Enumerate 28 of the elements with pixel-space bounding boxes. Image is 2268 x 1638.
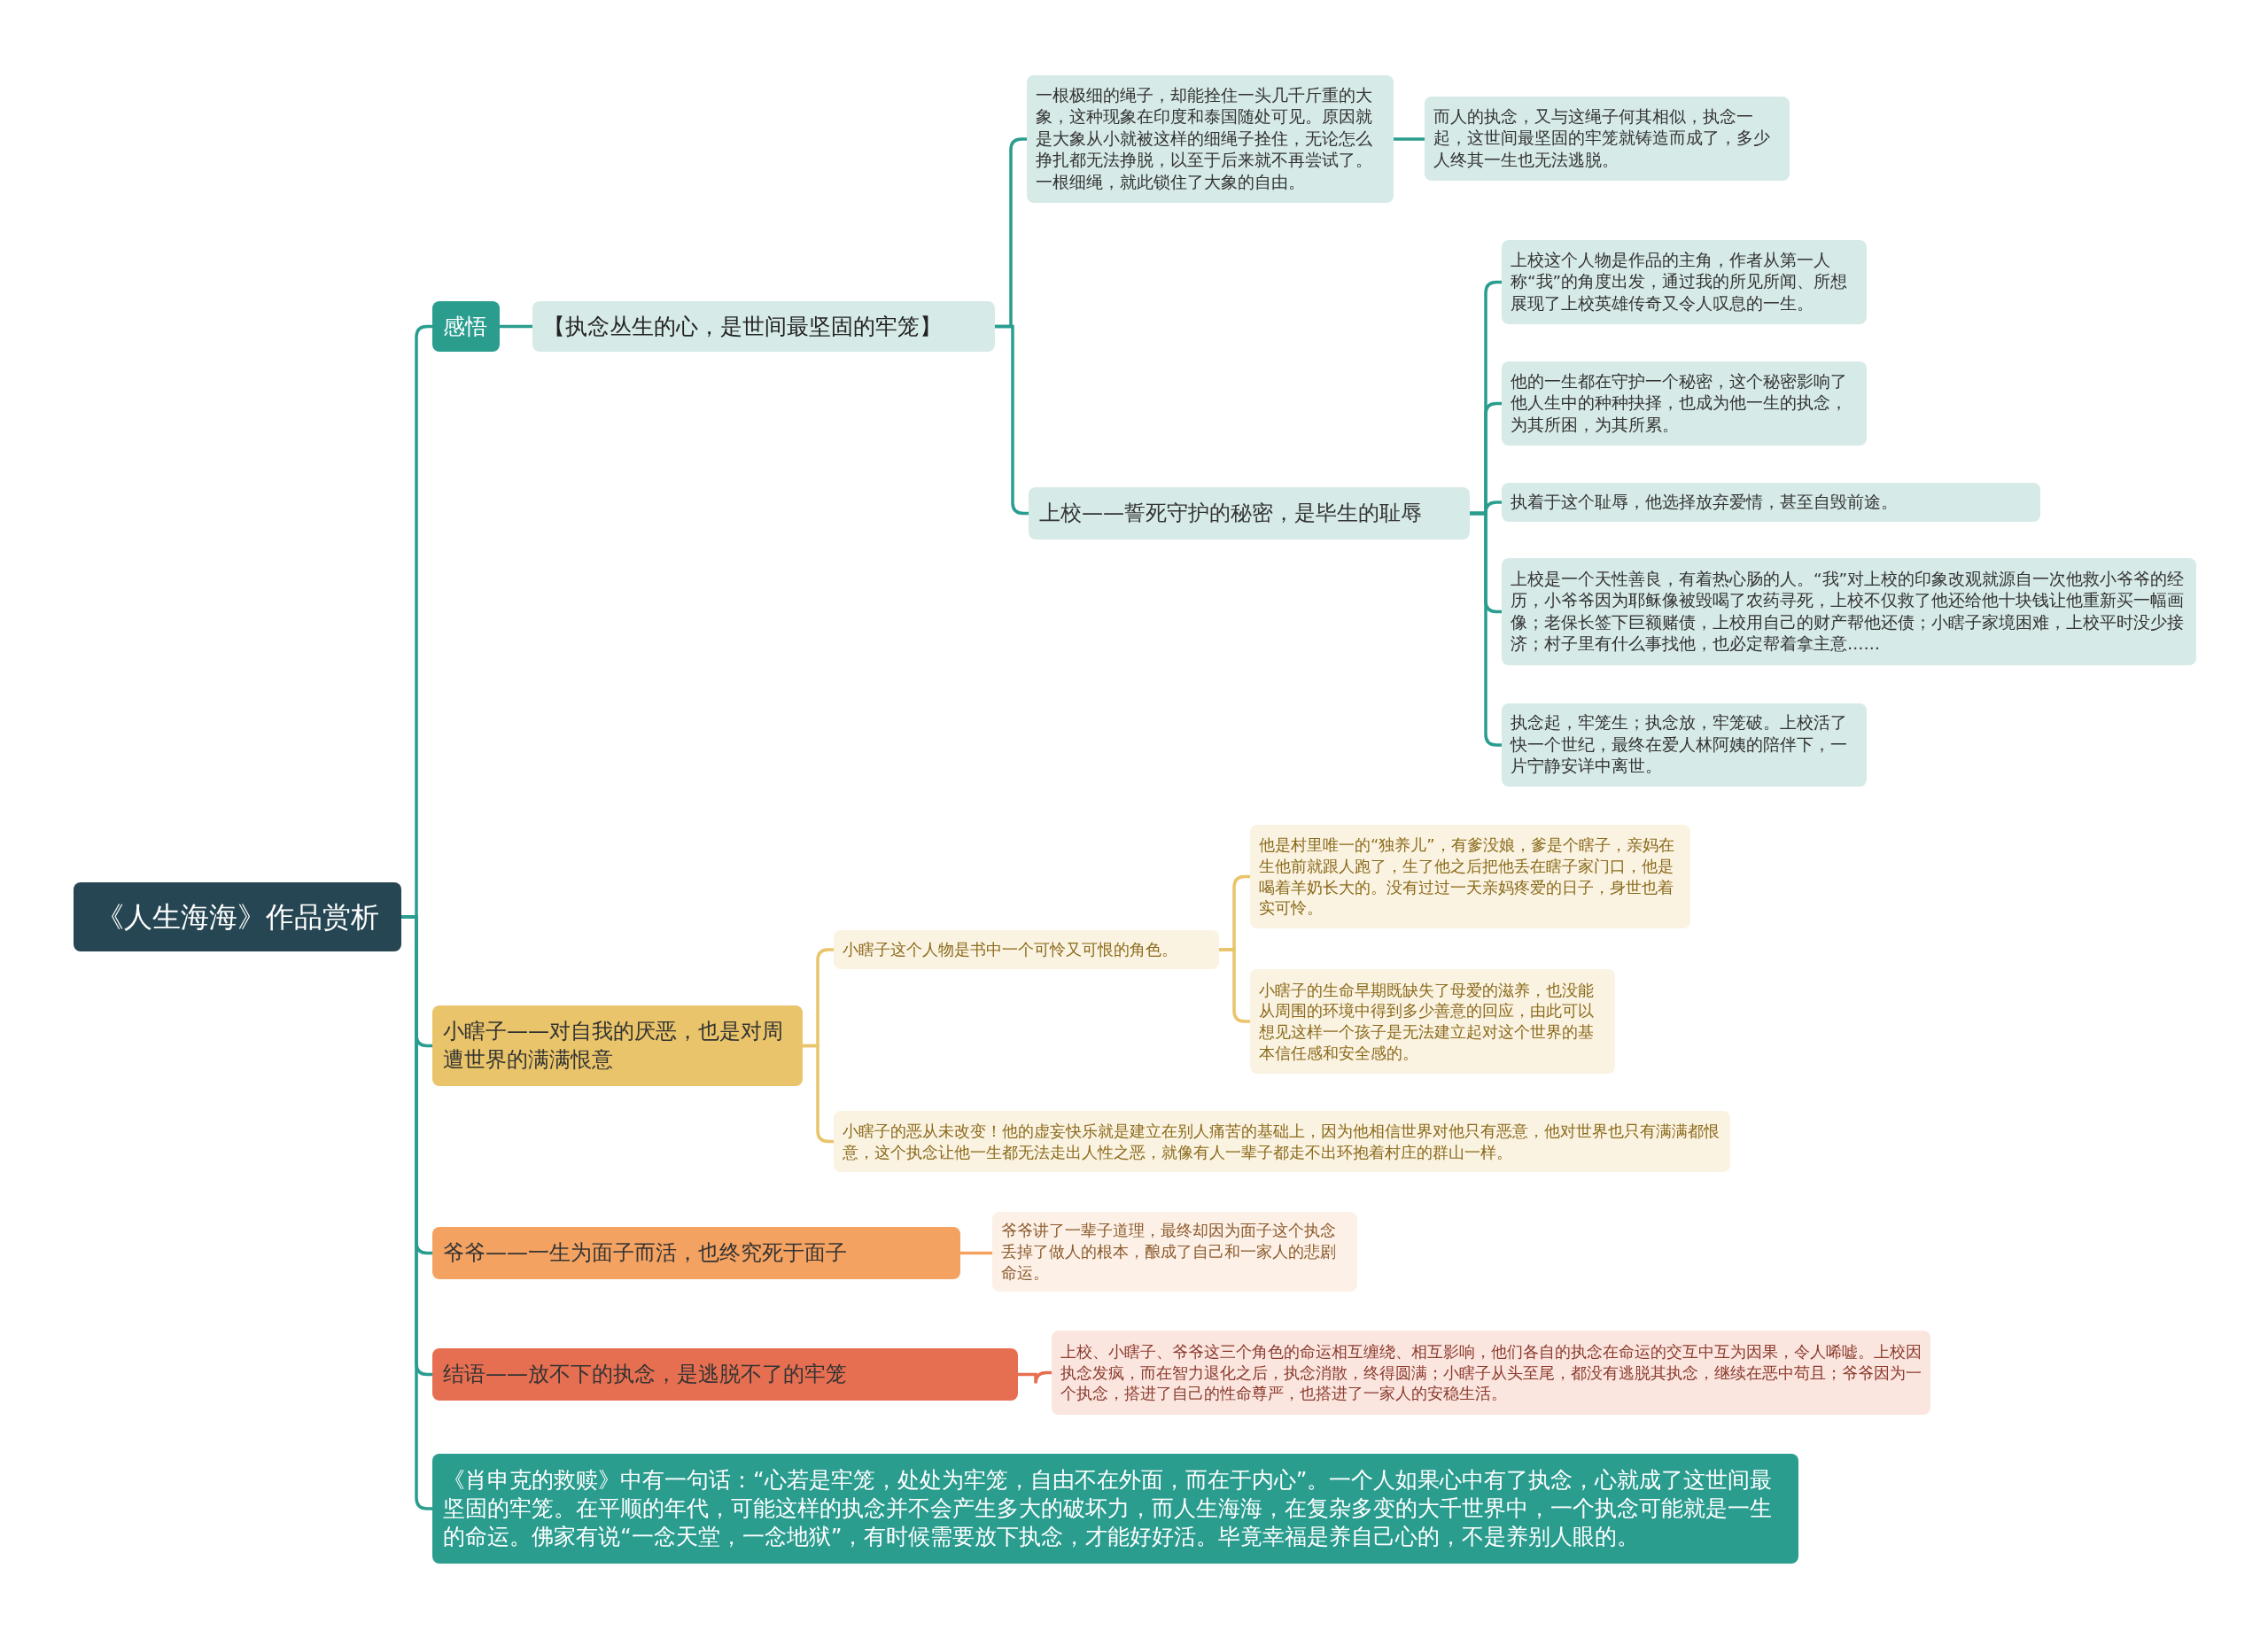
note-box: 上校、小瞎子、爷爷这三个角色的命运相互缠绕、相互影响，他们各自的执念在命运的交互中互为因果，令人唏嘘。上校因执念发疯，而在智力退化之后，执念消散，终得圆满；小瞎子从头至尾，都没有逃脱其执念，继续在恶中苟且；爷爷因为一个执念，搭进了自己的性命尊严，也搭进了一家人的安稳生活。: [1052, 1331, 1930, 1415]
topic-box: 《肖申克的救赎》中有一句话：“心若是牢笼，处处为牢笼，自由不在外面，而在于内心”。一个人如果心中有了执念，心就成了这世间最坚固的牢笼。在平顺的年代，可能这样的执念并不会产生多大的破坏力，而人生海海，在复杂多变的大千世界中，一个执念可能就是一生的命运。佛家有说“一念天堂，一念地狱”，有时候需要放下执念，才能好好活。毕竟幸福是养自己心的，不是养别人眼的。: [432, 1454, 1798, 1564]
topic-box: 结语——放不下的执念，是逃脱不了的牢笼: [432, 1348, 1018, 1401]
subtopic-box: 【执念丛生的心，是世间最坚固的牢笼】: [532, 301, 995, 352]
note-box: 执念起，牢笼生；执念放，牢笼破。上校活了快一个世纪，最终在爱人林阿姨的陪伴下，一片宁静安详中离世。: [1502, 703, 1867, 787]
connector-line: [1394, 137, 1425, 141]
connector-line: [1470, 511, 1502, 747]
topic-box: 小瞎子——对自我的厌恶，也是对周遭世界的满满恨意: [432, 1005, 803, 1086]
note-box: 上校是一个天性善良，有着热心肠的人。“我”对上校的印象改观就源自一次他救小爷爷的经历，小爷爷因为耶稣像被毁喝了农药寻死，上校不仅救了他还给他十块钱让他重新买一幅画像；老保长签下巨额赌债，上校用自己的财产帮他还债；小瞎子家境困难，上校平时没少接济；村子里有什么事找他，也必定帮着拿主意……: [1502, 558, 2196, 665]
note-box: 而人的执念，又与这绳子何其相似，执念一起，这世间最坚固的牢笼就铸造而成了，多少人终其一生也无法逃脱。: [1425, 97, 1790, 181]
connector-line: [803, 1044, 834, 1144]
note-box: 一根极细的绳子，却能拴住一头几千斤重的大象，这种现象在印度和泰国随处可见。原因就是大象从小就被这样的细绳子拴住，无论怎么挣扎都无法挣脱，以至于后来就不再尝试了。一根细绳，就此锁住了大象的自由。: [1027, 75, 1394, 203]
note-box: 他是村里唯一的“独养儿”，有爹没娘，爹是个瞎子，亲妈在生他前就跟人跑了，生了他之后把他丢在瞎子家门口，他是喝着羊奶长大的。没有过过一天亲妈疼爱的日子，身世也着实可怜。: [1250, 825, 1690, 928]
connector-line: [1018, 1370, 1052, 1386]
note-box: 小瞎子这个人物是书中一个可怜又可恨的角色。: [834, 930, 1219, 969]
note-box: 执着于这个耻辱，他选择放弃爱情，甚至自毁前途。: [1502, 483, 2040, 522]
note-box: 他的一生都在守护一个秘密，这个秘密影响了他人生中的种种抉择，也成为他一生的执念，为其所困，为其所累。: [1502, 361, 1867, 446]
subtopic-box: 上校——誓死守护的秘密，是毕生的耻辱: [1029, 487, 1470, 540]
note-box: 小瞎子的恶从未改变！他的虚妄快乐就是建立在别人痛苦的基础上，因为他相信世界对他只有恶意，他对世界也只有满满都恨意，这个执念让他一生都无法走出人性之恶，就像有人一辈子都走不出环抱着村庄的群山一样。: [834, 1111, 1730, 1172]
topic-box: 爷爷——一生为面子而活，也终究死于面子: [432, 1227, 960, 1279]
connector-line: [960, 1251, 992, 1255]
note-box: 上校这个人物是作品的主角，作者从第一人称“我”的角度出发，通过我的所见所闻、所想展现了上校英雄传奇又令人叹息的一生。: [1502, 240, 1867, 324]
connector-line: [1219, 948, 1250, 1023]
central-topic-box: 《人生海海》作品赏析: [74, 882, 401, 951]
connector-line: [500, 324, 532, 329]
note-box: 爷爷讲了一辈子道理，最终却因为面子这个执念丢掉了做人的根本，酿成了自己和一家人的悲剧命运。: [992, 1212, 1357, 1292]
note-box: 小瞎子的生命早期既缺失了母爱的滋养，也没能从周围的环境中得到多少善意的回应，由此可以想见这样一个孩子是无法建立起对这个世界的基本信任感和安全感的。: [1250, 969, 1615, 1074]
topic-box: 感悟: [432, 301, 500, 352]
